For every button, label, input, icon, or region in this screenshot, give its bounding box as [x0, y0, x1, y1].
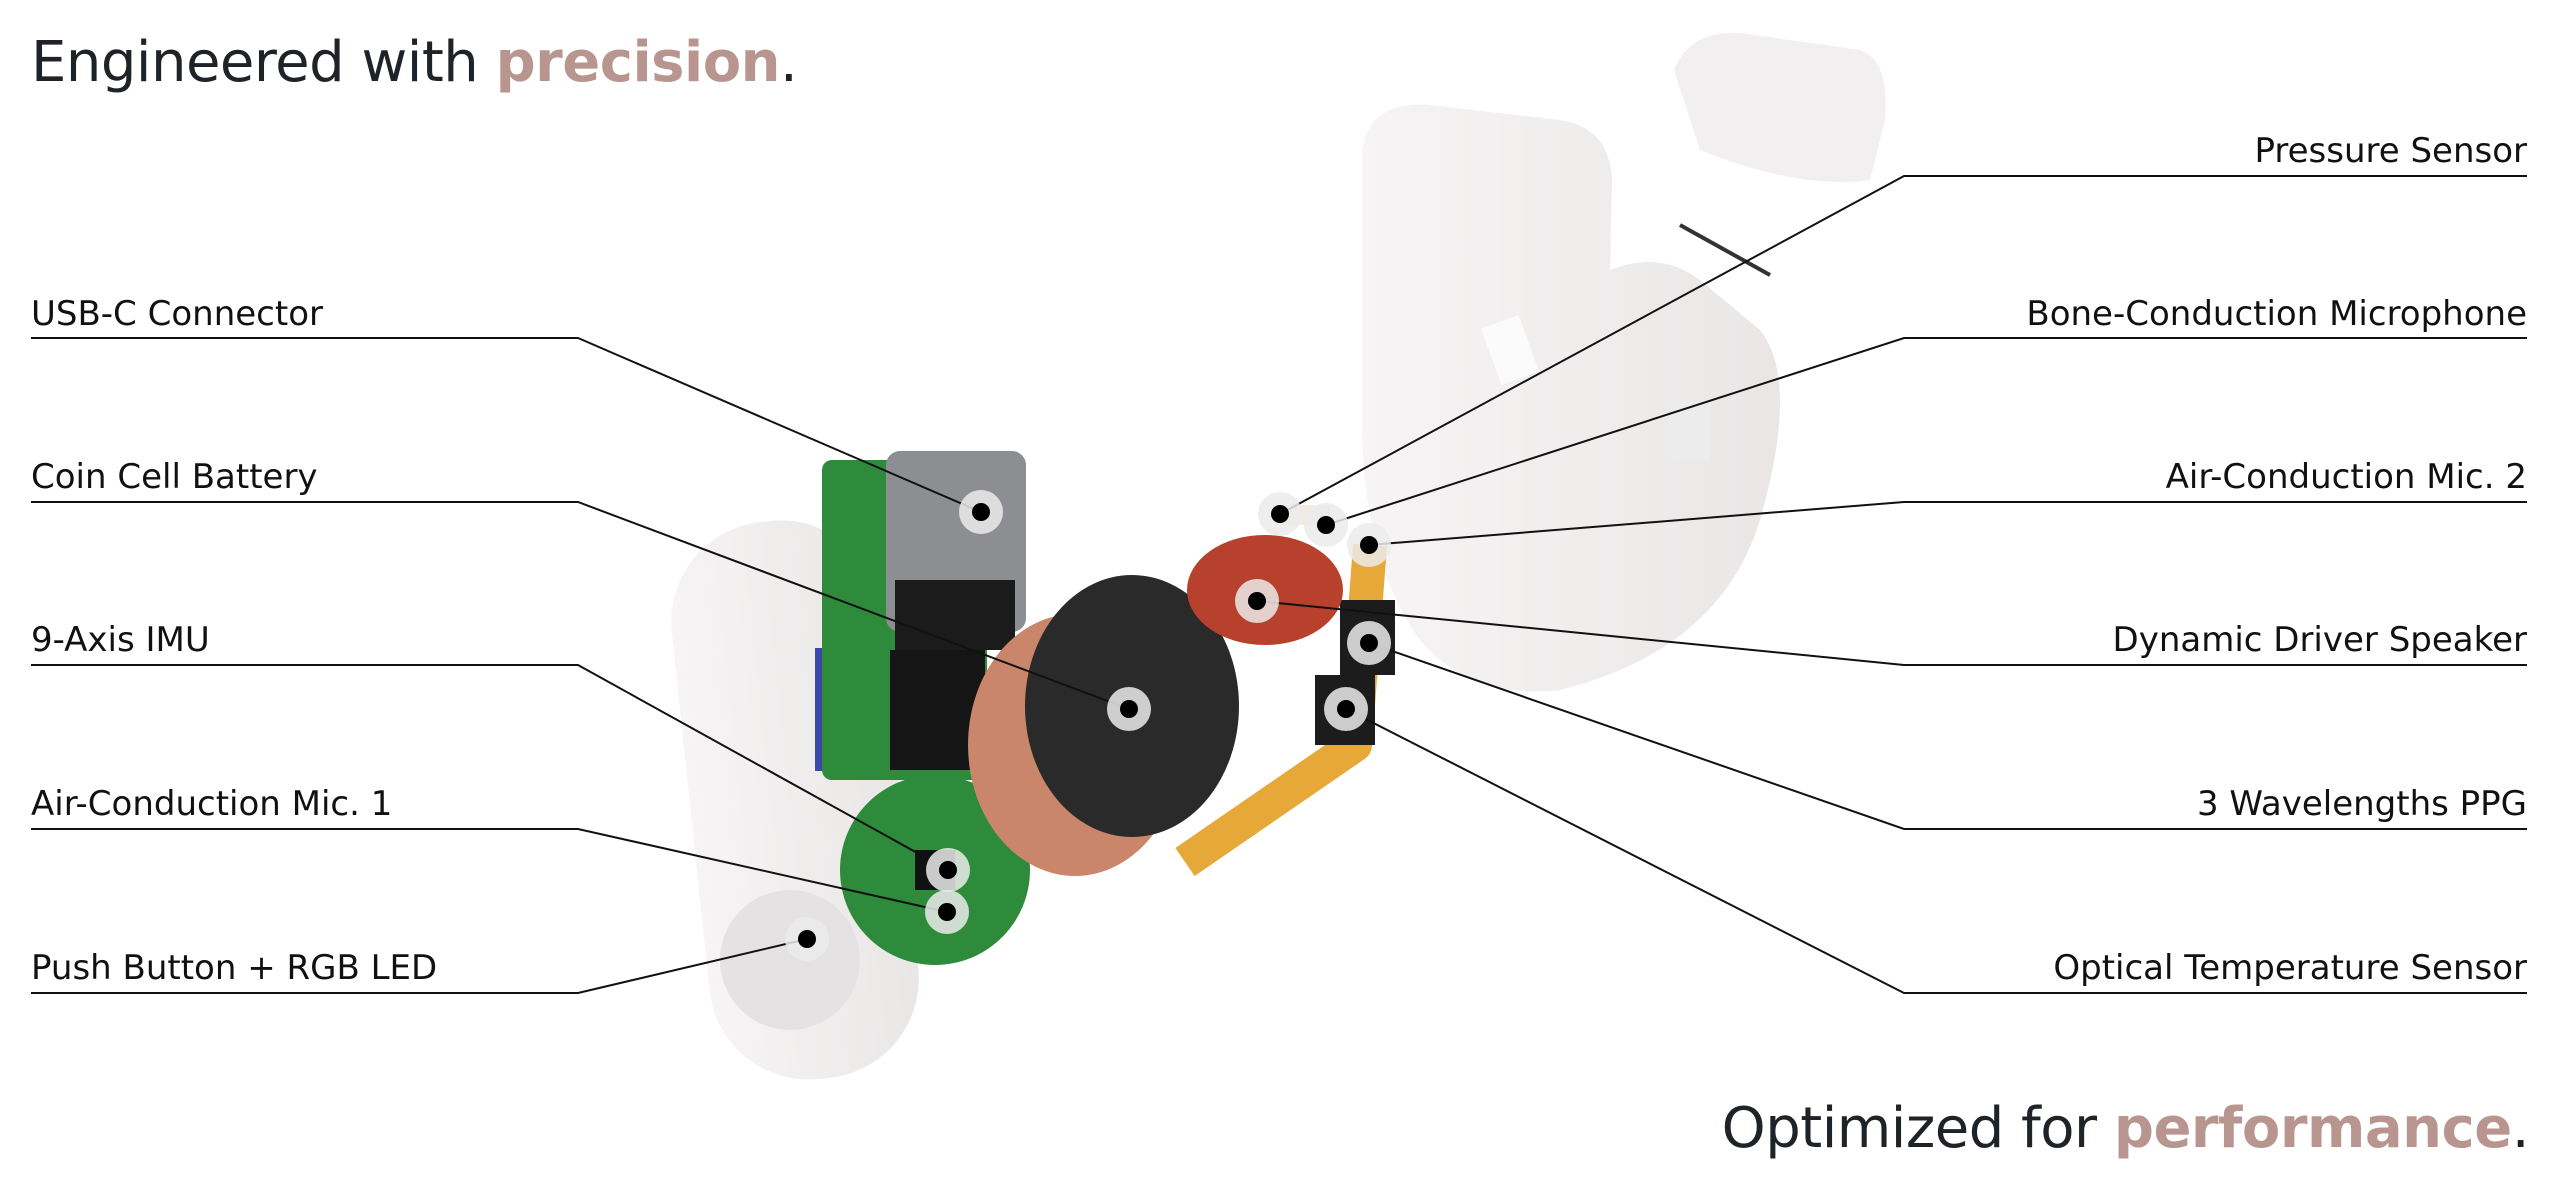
callout-line-bone-mic [1325, 337, 2527, 526]
label-push-button-rgb-led: Push Button + RGB LED [31, 948, 438, 988]
callout-line-imu [31, 664, 949, 871]
label-usb-c-connector: USB-C Connector [31, 294, 323, 334]
callout-lines [31, 175, 2527, 994]
callout-dot-speaker [1248, 592, 1266, 610]
callout-dot-mic-1 [938, 903, 956, 921]
label-dynamic-driver-speaker: Dynamic Driver Speaker [2112, 620, 2527, 660]
callout-line-usb-c [31, 337, 982, 513]
label-optical-temperature-sensor: Optical Temperature Sensor [2053, 948, 2527, 988]
callout-line-push-button [31, 938, 808, 994]
callout-line-speaker [1256, 600, 2527, 666]
label-air-conduction-mic-1: Air-Conduction Mic. 1 [31, 784, 393, 824]
callout-line-ppg [1368, 642, 2527, 830]
headline-bottom-accent: performance [2113, 1096, 2512, 1161]
callout-dot-coin-cell [1120, 700, 1138, 718]
label-coin-cell-battery: Coin Cell Battery [31, 457, 318, 497]
callout-line-coin-cell [31, 501, 1130, 710]
headline-top-accent: precision [495, 30, 781, 95]
callout-dot-temp [1337, 700, 1355, 718]
headline-top-text: Engineered with [31, 30, 496, 95]
callout-dot-mic-2 [1360, 536, 1378, 554]
callout-line-mic-1 [31, 828, 948, 913]
callout-dot-bone-mic [1317, 516, 1335, 534]
callout-dot-imu [939, 861, 957, 879]
callout-dot-usb-c [972, 503, 990, 521]
callout-dot-push-button [798, 930, 816, 948]
headline-bottom-text: Optimized for [1721, 1096, 2114, 1161]
callout-dot-ppg [1360, 634, 1378, 652]
headline-bottom: Optimized for performance. [1721, 1096, 2530, 1161]
right-housing [1362, 32, 1886, 692]
label-9-axis-imu: 9-Axis IMU [31, 620, 210, 660]
callout-dot-pressure [1271, 505, 1289, 523]
callout-line-pressure [1279, 175, 2527, 515]
callout-line-temp [1345, 708, 2527, 994]
label-pressure-sensor: Pressure Sensor [2254, 131, 2527, 171]
headline-top: Engineered with precision. [31, 30, 798, 95]
label-bone-conduction-microphone: Bone-Conduction Microphone [2026, 294, 2527, 334]
headline-top-end: . [780, 30, 798, 95]
headline-bottom-end: . [2511, 1096, 2530, 1161]
callout-line-mic-2 [1368, 501, 2527, 546]
label-air-conduction-mic-2: Air-Conduction Mic. 2 [2165, 457, 2527, 497]
label-3-wavelengths-ppg: 3 Wavelengths PPG [2196, 784, 2527, 824]
